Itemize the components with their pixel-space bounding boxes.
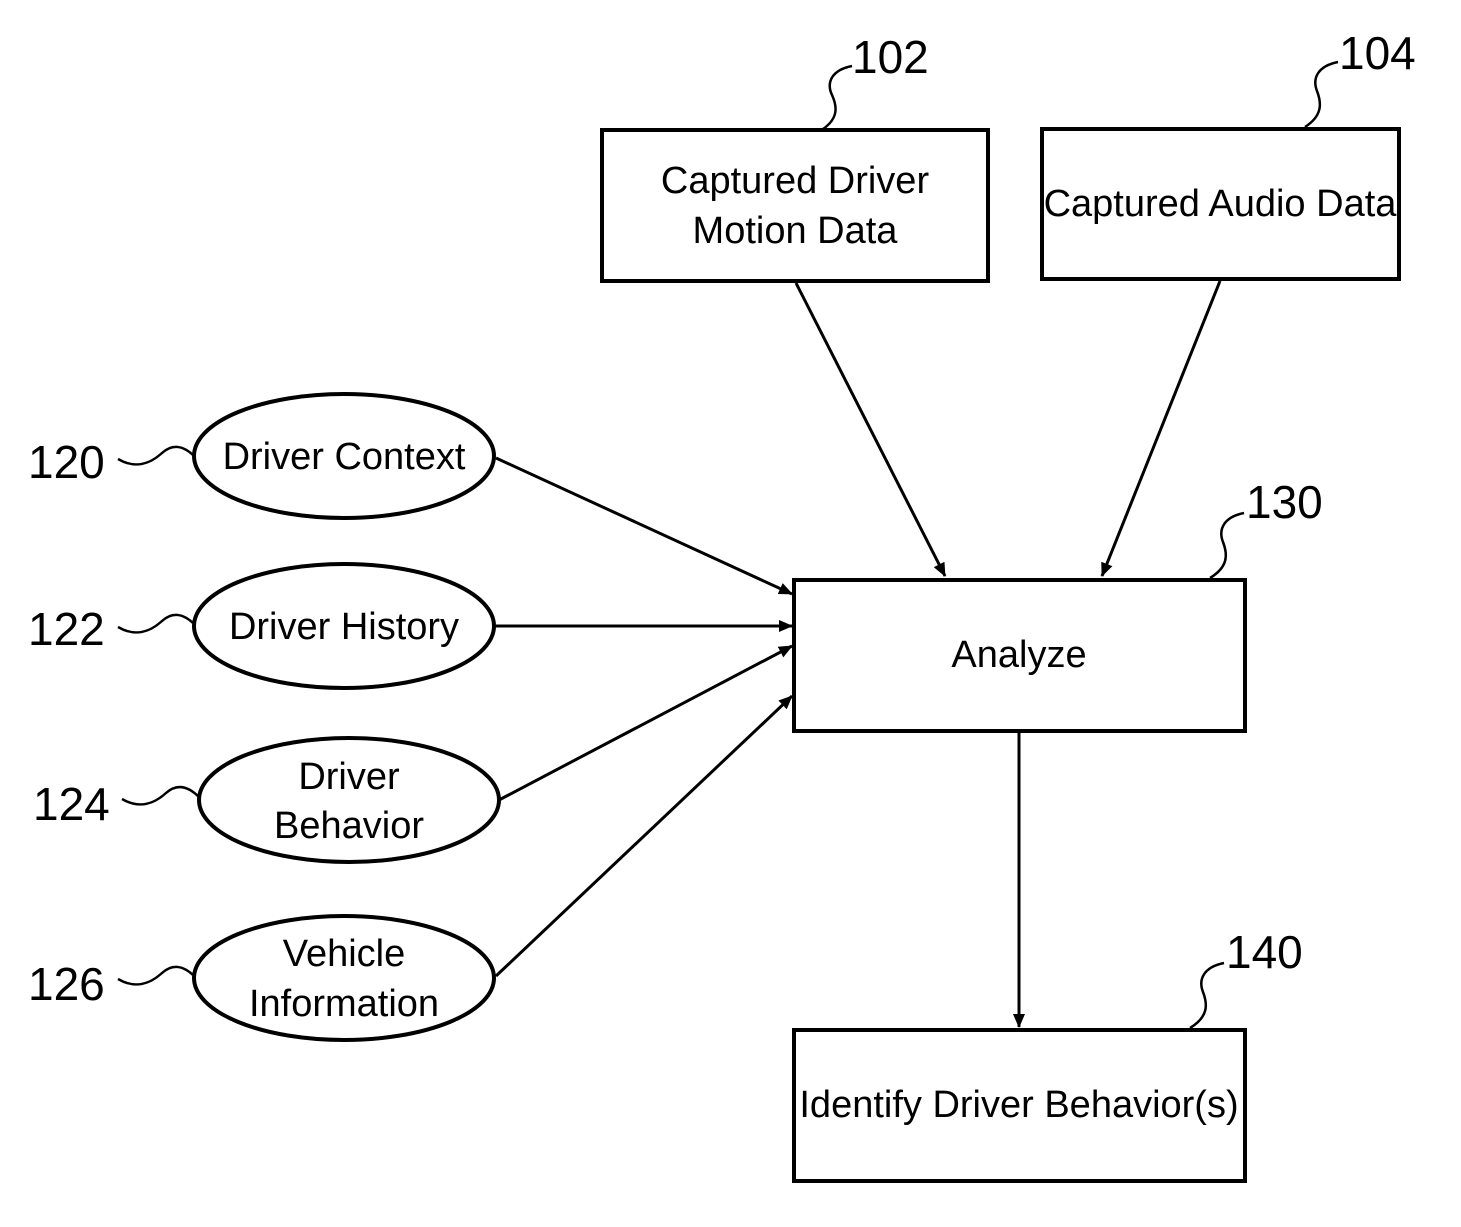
node-audio: Captured Audio Data <box>1042 129 1399 279</box>
vehicle-label-line-1: Vehicle <box>283 933 406 975</box>
ref-140: 140 <box>1226 926 1303 978</box>
ref-102: 102 <box>852 31 929 83</box>
motion-label-line-2: Motion Data <box>693 210 899 252</box>
node-vehicle: Vehicle Information <box>194 916 494 1040</box>
node-history: Driver History <box>194 564 494 688</box>
edge-vehicle-to-analyze <box>496 696 792 976</box>
node-context: Driver Context <box>194 394 494 518</box>
node-analyze: Analyze <box>794 580 1245 731</box>
edge-motion-to-analyze <box>796 283 945 576</box>
leader-126 <box>118 967 194 984</box>
leader-122 <box>118 615 194 632</box>
ref-126: 126 <box>28 958 105 1010</box>
edge-audio-to-analyze <box>1102 281 1220 576</box>
node-motion: Captured Driver Motion Data <box>602 130 988 281</box>
ref-124: 124 <box>33 778 110 830</box>
identify-label: Identify Driver Behavior(s) <box>799 1084 1238 1126</box>
motion-box <box>602 130 988 281</box>
ref-120: 120 <box>28 436 105 488</box>
leader-140 <box>1190 963 1224 1028</box>
node-behavior: Driver Behavior <box>199 738 499 862</box>
motion-label-line-1: Captured Driver <box>661 160 930 202</box>
leader-130 <box>1210 513 1244 578</box>
leader-104 <box>1305 62 1338 127</box>
history-label: Driver History <box>229 606 459 648</box>
context-label: Driver Context <box>223 436 466 478</box>
ref-122: 122 <box>28 603 105 655</box>
node-identify: Identify Driver Behavior(s) <box>794 1030 1245 1181</box>
leader-102 <box>820 66 852 131</box>
analyze-label: Analyze <box>951 634 1086 676</box>
leader-124 <box>122 787 199 804</box>
ref-130: 130 <box>1246 476 1323 528</box>
vehicle-label-line-2: Information <box>249 983 439 1025</box>
behavior-label-line-1: Driver <box>298 756 400 798</box>
ref-104: 104 <box>1339 27 1416 79</box>
edge-behavior-to-analyze <box>499 646 792 800</box>
edge-context-to-analyze <box>496 458 792 594</box>
audio-label: Captured Audio Data <box>1044 183 1398 225</box>
leader-120 <box>118 447 194 464</box>
behavior-label-line-2: Behavior <box>274 805 424 847</box>
